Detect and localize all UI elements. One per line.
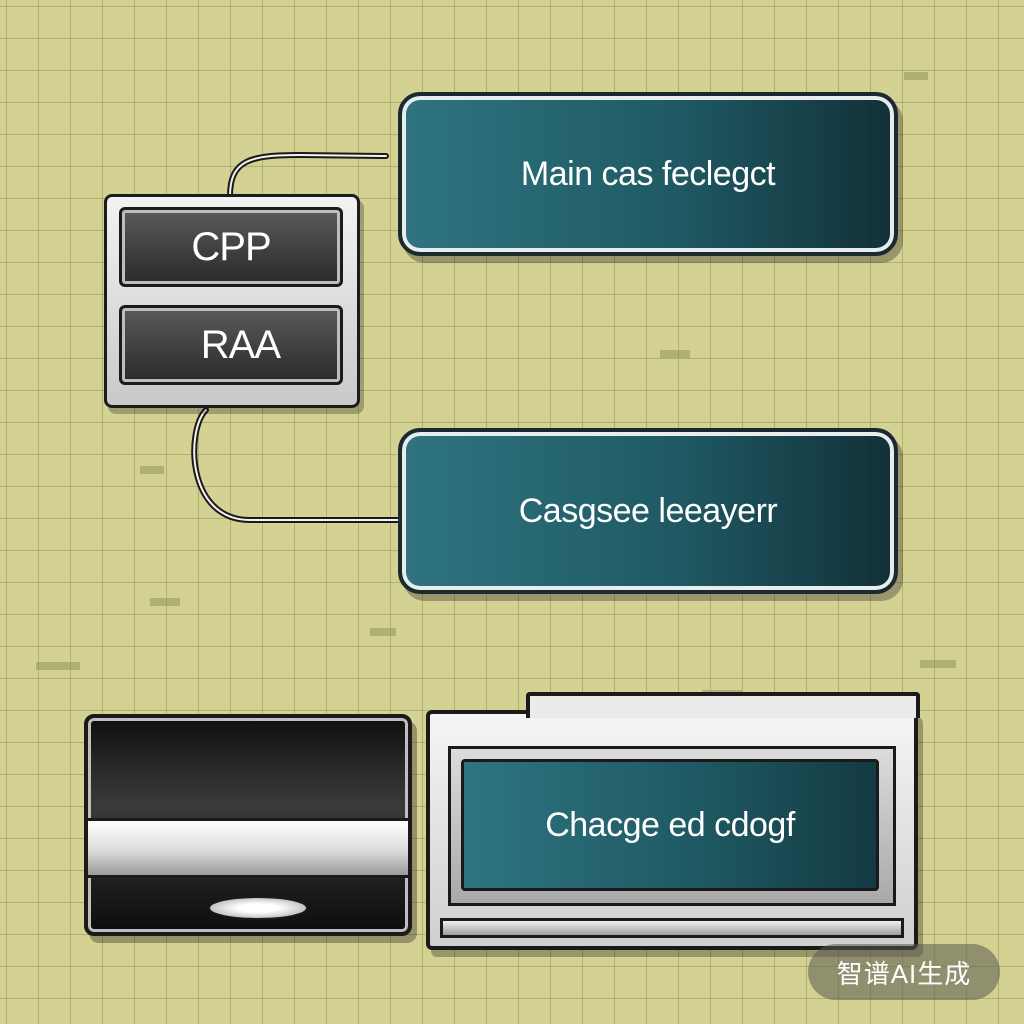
device-screen-label: Chacge ed cdogf <box>545 806 795 845</box>
cpu-label: CPP <box>191 225 270 270</box>
card-stripe <box>88 818 408 878</box>
slot-device: Chacge ed cdogf <box>426 710 918 950</box>
main-panel[interactable]: Main cas feclegct <box>398 92 898 256</box>
card-led <box>208 896 308 920</box>
grid-mark <box>36 662 80 670</box>
device-tab <box>526 692 920 718</box>
device-bezel: Chacge ed cdogf <box>448 746 896 906</box>
grid-mark <box>370 628 396 636</box>
storage-card <box>84 714 412 936</box>
device-screen[interactable]: Chacge ed cdogf <box>461 759 879 891</box>
watermark-badge: 智谱AI生成 <box>808 944 1000 1000</box>
device-base <box>440 918 904 938</box>
cache-panel-label: Casgsee leeayerr <box>519 492 777 531</box>
grid-mark <box>920 660 956 668</box>
memory-module: CPP RAA <box>104 194 360 408</box>
ram-label: RAA <box>201 323 280 368</box>
cache-panel[interactable]: Casgsee leeayerr <box>398 428 898 594</box>
grid-mark <box>660 350 690 358</box>
cpu-chip[interactable]: CPP <box>119 207 343 287</box>
grid-mark <box>150 598 180 606</box>
grid-mark <box>140 466 164 474</box>
ram-chip[interactable]: RAA <box>119 305 343 385</box>
watermark-text: 智谱AI生成 <box>837 954 972 991</box>
main-panel-label: Main cas feclegct <box>521 155 775 194</box>
grid-mark <box>904 72 928 80</box>
